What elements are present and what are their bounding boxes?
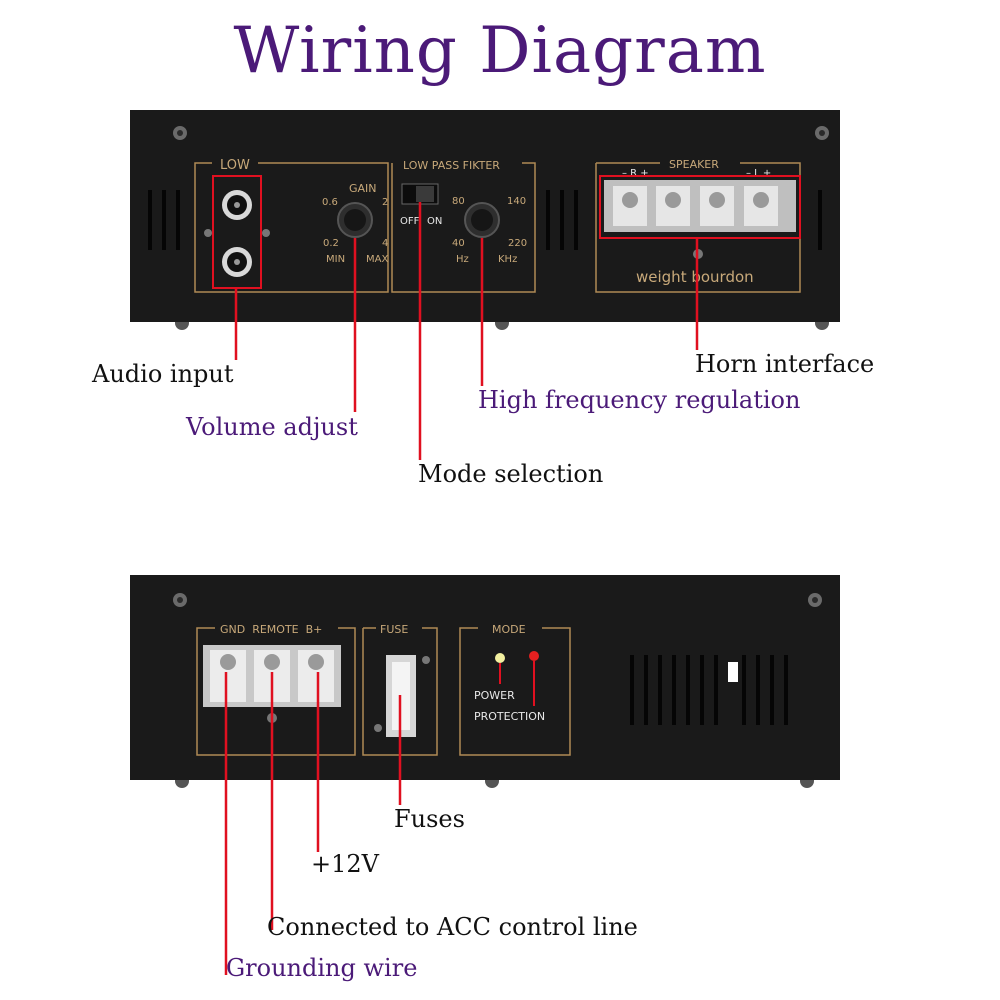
frequency-knob-icon <box>464 202 500 238</box>
panel-foot <box>175 322 189 330</box>
rca-jack-icon <box>222 190 252 220</box>
panel-foot <box>485 780 499 788</box>
panel-foot <box>175 780 189 788</box>
low-label: LOW <box>220 158 250 173</box>
gain-tick: 4 <box>382 238 388 249</box>
mode-switch-icon <box>401 183 439 205</box>
fuse-label: FUSE <box>380 623 408 636</box>
speaker-terminal-block-icon <box>604 180 796 232</box>
horn-interface-highlight <box>599 175 801 239</box>
callout-grounding-wire: Grounding wire <box>226 954 418 982</box>
lpf-label: LOW PASS FIKTER <box>403 159 500 172</box>
panel-foot <box>815 322 829 330</box>
lpf-tick: 140 <box>507 196 526 207</box>
callout-audio-input: Audio input <box>92 360 234 388</box>
vent-slots-icon <box>630 655 788 725</box>
screw-icon <box>815 126 829 140</box>
switch-off-label: OFF <box>400 216 420 227</box>
speaker-label: SPEAKER <box>669 158 719 171</box>
power-terminal-header: GND REMOTE B+ <box>220 623 322 636</box>
protection-label: PROTECTION <box>474 710 545 723</box>
screw-icon <box>173 126 187 140</box>
mode-label: MODE <box>492 623 526 636</box>
screw-icon <box>808 593 822 607</box>
speaker-polarity-r: – R + <box>622 168 649 179</box>
vent-slots-icon <box>148 190 822 250</box>
gain-tick: 0.2 <box>323 238 339 249</box>
panel-foot <box>495 322 509 330</box>
callout-mode-selection: Mode selection <box>418 460 604 488</box>
gain-tick: 2 <box>382 197 388 208</box>
page-title: Wiring Diagram <box>233 14 767 88</box>
panel-foot <box>800 780 814 788</box>
gain-min-label: MIN <box>326 254 345 265</box>
power-label: POWER <box>474 689 515 702</box>
lpf-tick: 80 <box>452 196 465 207</box>
callout-lines <box>224 202 699 975</box>
screw-icon <box>173 593 187 607</box>
callout-volume-adjust: Volume adjust <box>186 413 358 441</box>
gain-knob-icon <box>337 202 373 238</box>
speaker-polarity-l: – L + <box>746 168 771 179</box>
gain-tick: 0.6 <box>322 197 338 208</box>
lpf-tick: 220 <box>508 238 527 249</box>
lpf-tick: 40 <box>452 238 465 249</box>
callout-high-frequency: High frequency regulation <box>478 386 801 414</box>
switch-on-label: ON <box>427 216 442 227</box>
protection-led-icon <box>529 651 539 661</box>
gain-label: GAIN <box>349 182 377 195</box>
callout-acc-line: Connected to ACC control line <box>267 913 638 941</box>
lpf-unit: Hz <box>456 254 469 265</box>
callout-plus-12v: +12V <box>311 850 379 878</box>
lpf-unit: KHz <box>498 254 517 265</box>
rca-jack-icon <box>222 247 252 277</box>
brand-label: weight bourdon <box>636 268 754 286</box>
gain-max-label: MAX <box>366 254 388 265</box>
power-led-icon <box>495 653 505 663</box>
callout-horn-interface: Horn interface <box>695 350 875 378</box>
callout-fuses: Fuses <box>394 805 465 833</box>
